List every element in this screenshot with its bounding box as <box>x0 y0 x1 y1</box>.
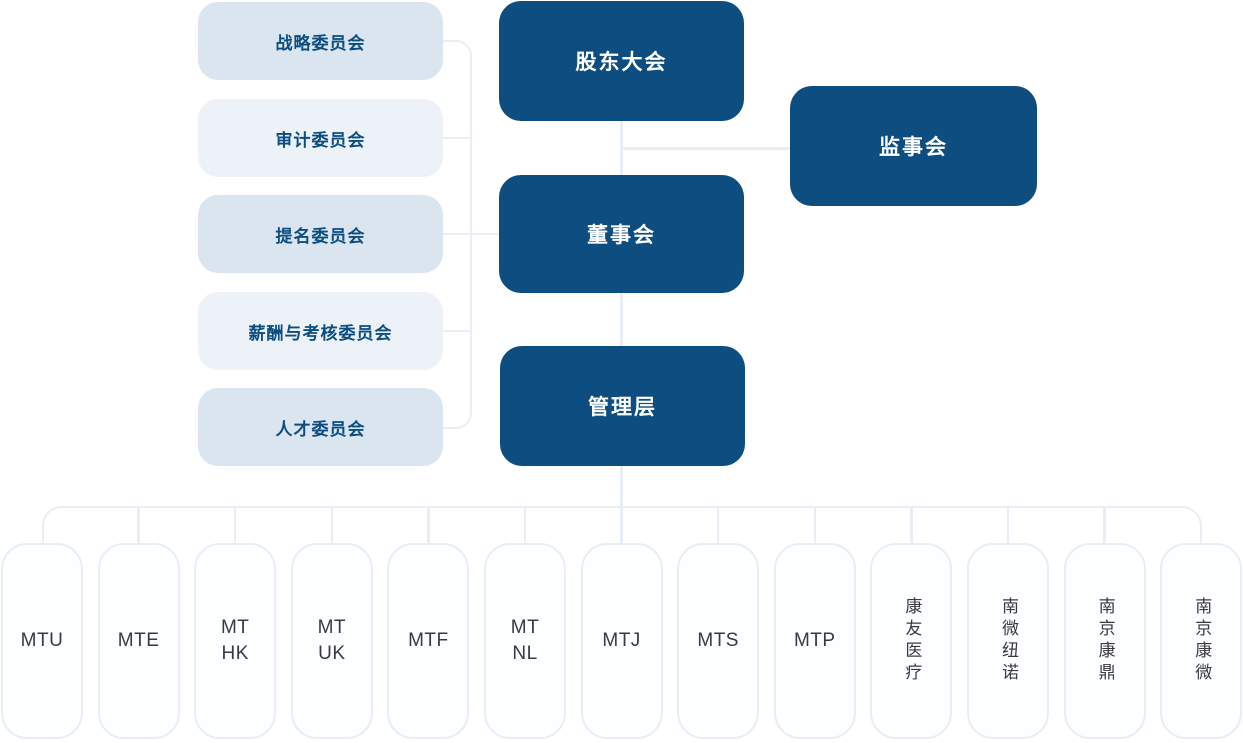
subsidiary-label: 南京康鼎 <box>1092 597 1118 685</box>
committee-label: 战略委员会 <box>275 33 366 53</box>
subsidiary-label-line: HK <box>221 643 249 664</box>
subsidiary-label-line: MTS <box>697 630 739 651</box>
connector-subsidiary-stub <box>716 507 720 543</box>
subsidiary-label-line: 南京康微 <box>1192 597 1212 685</box>
connector-management-down <box>620 465 623 508</box>
subsidiary-label-line: MTE <box>117 630 160 651</box>
subsidiary-node: MT HK <box>194 543 277 739</box>
committee-node: 战略委员会 <box>198 2 443 80</box>
subsidiary-label-line: MTU <box>20 630 64 651</box>
node-label: 监事会 <box>879 136 948 159</box>
subsidiary-label: MT HK <box>221 615 249 667</box>
subsidiary-node: MTF <box>387 543 470 739</box>
subsidiary-node: 南京康微 <box>1160 543 1243 739</box>
subsidiary-node: MTJ <box>580 543 663 739</box>
subsidiary-label-line: 康友医疗 <box>902 597 922 685</box>
committee-label: 薪酬与考核委员会 <box>248 323 393 343</box>
subsidiary-label-line: NL <box>512 643 538 664</box>
node-management: 管理层 <box>500 346 745 466</box>
committee-label: 审计委员会 <box>275 130 366 150</box>
subsidiary-node: MTE <box>97 543 180 739</box>
subsidiary-label: 康友医疗 <box>898 597 924 685</box>
connector-supervisory-branch <box>621 147 791 150</box>
committee-node: 人才委员会 <box>198 388 443 466</box>
node-shareholders-meeting: 股东大会 <box>499 1 744 121</box>
connector-remuneration-stub <box>443 329 471 333</box>
subsidiary-label-line: MT <box>510 617 540 638</box>
subsidiary-label: 南京康微 <box>1188 597 1214 685</box>
subsidiary-node: MT UK <box>290 543 373 739</box>
connector-subsidiary-stub <box>620 507 623 543</box>
connector-subsidiary-stub <box>910 507 913 543</box>
subsidiary-label: MTF <box>408 628 449 654</box>
subsidiary-label: MTS <box>697 628 739 654</box>
subsidiary-label: MT UK <box>318 615 346 667</box>
subsidiary-label-line: MT <box>317 617 347 638</box>
connector-nomination-board-stub <box>443 232 500 236</box>
connector-subsidiary-stub <box>233 507 237 543</box>
connector-subsidiary-stub <box>427 507 430 543</box>
subsidiary-node: MTU <box>1 543 83 739</box>
subsidiary-label-line: MT <box>220 617 250 638</box>
subsidiary-label-line: MTF <box>408 630 449 651</box>
committee-node: 提名委员会 <box>198 195 443 273</box>
node-label: 股东大会 <box>575 51 668 74</box>
subsidiary-label-line: 南微纽诺 <box>999 597 1018 685</box>
subsidiary-label: MT NL <box>511 615 539 667</box>
subsidiary-label: MTJ <box>602 628 640 654</box>
subsidiary-node: 康友医疗 <box>870 543 953 739</box>
committee-node: 审计委员会 <box>198 99 443 177</box>
subsidiary-node: MT NL <box>484 543 566 739</box>
subsidiary-node: MTP <box>773 543 856 739</box>
subsidiary-label: 南微纽诺 <box>995 597 1021 685</box>
connector-subsidiary-stub <box>137 507 140 543</box>
committee-node: 薪酬与考核委员会 <box>198 292 443 370</box>
subsidiary-label: MTU <box>21 628 64 654</box>
node-label: 董事会 <box>587 224 656 247</box>
subsidiary-node: 南微纽诺 <box>967 543 1049 739</box>
node-label: 管理层 <box>588 396 657 419</box>
subsidiary-label: MTE <box>118 628 160 654</box>
node-board-of-directors: 董事会 <box>499 175 744 293</box>
committee-label: 提名委员会 <box>275 226 366 246</box>
connector-subsidiary-stub <box>1006 507 1010 543</box>
subsidiary-node: 南京康鼎 <box>1063 543 1146 739</box>
connector-audit-stub <box>443 136 471 140</box>
connector-subsidiary-stub <box>523 507 527 543</box>
subsidiary-node: MTS <box>677 543 760 739</box>
connector-subsidiary-stub <box>330 507 334 543</box>
subsidiary-label-line: UK <box>318 643 346 664</box>
connector-subsidiary-stub <box>1103 507 1106 543</box>
subsidiary-label-line: 南京康鼎 <box>1095 597 1115 685</box>
subsidiary-label-line: MTP <box>793 630 836 651</box>
connector-board-management <box>620 292 623 347</box>
committee-label: 人才委员会 <box>275 419 366 439</box>
node-supervisory-board: 监事会 <box>790 86 1037 206</box>
connector-subsidiary-stub <box>813 507 817 543</box>
subsidiary-label: MTP <box>794 628 836 654</box>
subsidiary-label-line: MTJ <box>602 630 641 651</box>
